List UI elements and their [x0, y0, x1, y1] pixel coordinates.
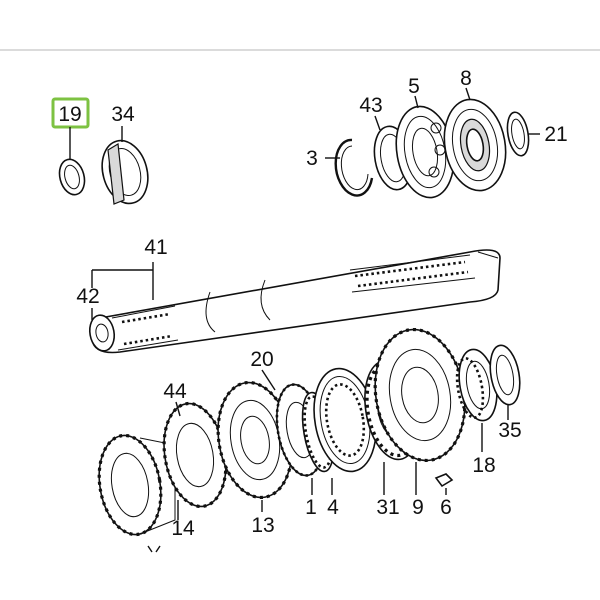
- callout-9[interactable]: 9: [412, 496, 424, 519]
- part-34-bearing-race[interactable]: [95, 135, 154, 208]
- callout-20[interactable]: 20: [250, 348, 273, 371]
- callout-5[interactable]: 5: [408, 75, 420, 98]
- part-4-sliding-sleeve[interactable]: [306, 364, 383, 477]
- callout-3[interactable]: 3: [306, 147, 318, 170]
- callout-43[interactable]: 43: [359, 94, 382, 117]
- callout-19[interactable]: 19: [58, 103, 81, 126]
- callout-44[interactable]: 44: [163, 380, 187, 403]
- part-35-end-ring[interactable]: [486, 343, 524, 407]
- callout-18[interactable]: 18: [472, 454, 495, 477]
- callout-34[interactable]: 34: [111, 103, 135, 126]
- part-41-main-shaft[interactable]: [87, 249, 501, 354]
- part-21-retaining-ring[interactable]: [504, 111, 531, 158]
- callout-21[interactable]: 21: [544, 123, 567, 146]
- part-19-thrust-washer[interactable]: [56, 157, 88, 198]
- callout-8[interactable]: 8: [460, 67, 472, 90]
- callout-31[interactable]: 31: [376, 496, 399, 519]
- callout-42[interactable]: 42: [76, 285, 99, 308]
- cutoff-label-fragment: [147, 545, 161, 553]
- callout-13[interactable]: 13: [251, 514, 274, 537]
- part-14-front-gear[interactable]: [92, 431, 176, 540]
- callout-6[interactable]: 6: [440, 496, 452, 519]
- part-8-bearing-housing[interactable]: [437, 94, 512, 195]
- callout-35[interactable]: 35: [498, 419, 521, 442]
- part-6-key[interactable]: [434, 473, 454, 488]
- part-13-gear[interactable]: [209, 377, 300, 504]
- callout-14[interactable]: 14: [171, 517, 195, 540]
- callout-1[interactable]: 1: [305, 496, 317, 519]
- callout-41[interactable]: 41: [144, 236, 167, 259]
- part-3-snap-ring[interactable]: [334, 138, 374, 197]
- part-18-bearing[interactable]: [453, 346, 502, 423]
- callout-4[interactable]: 4: [327, 496, 339, 519]
